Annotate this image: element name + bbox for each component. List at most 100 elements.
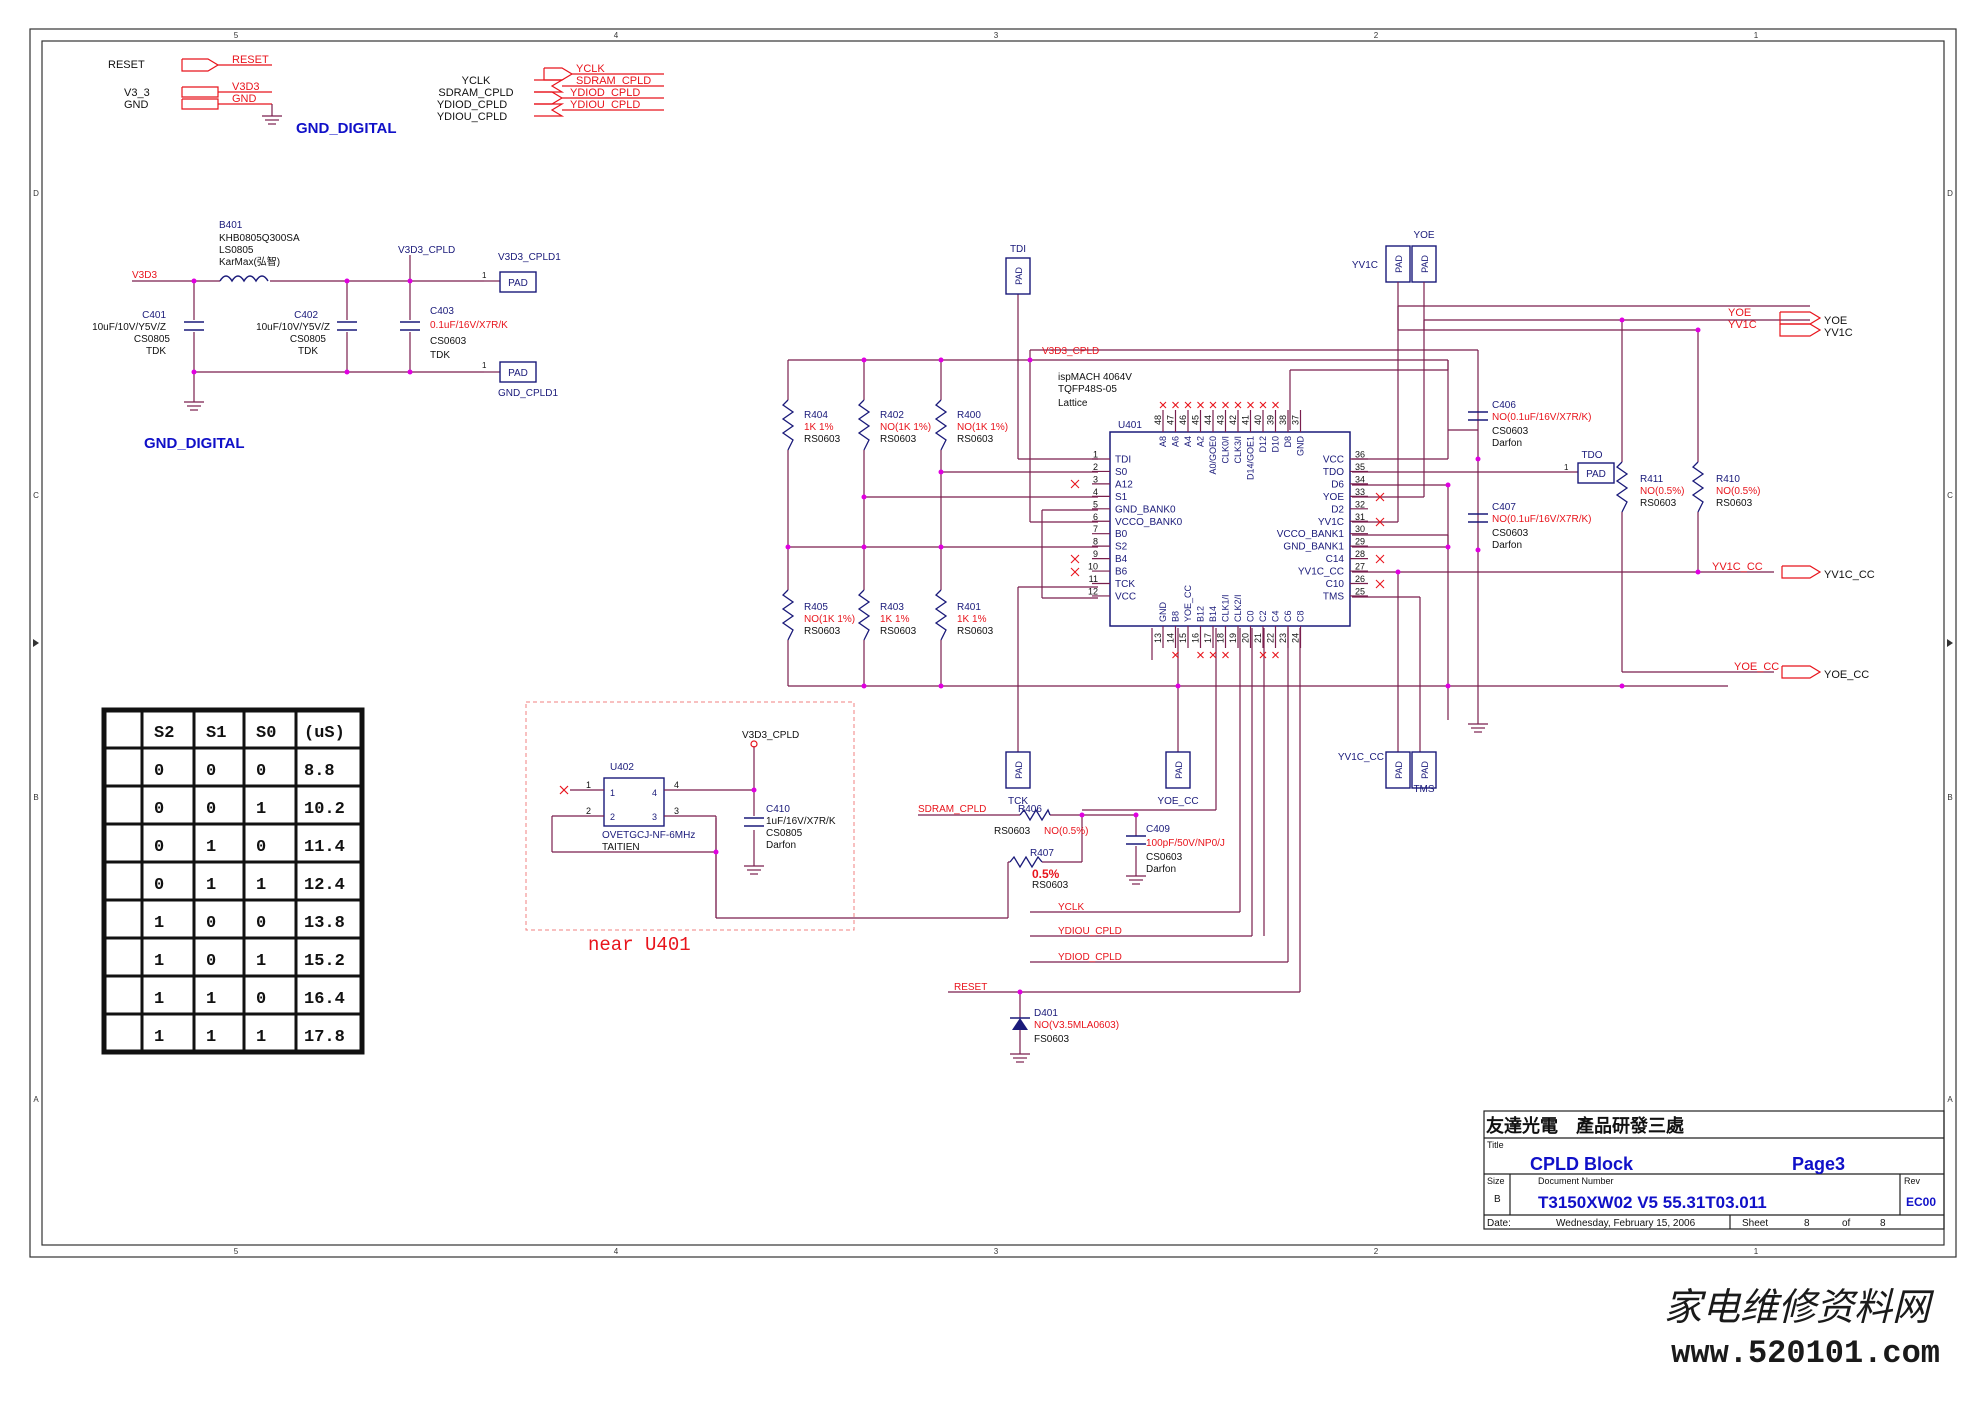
u401-pin-number: 30 bbox=[1355, 524, 1365, 534]
truth-table-cell: 1 bbox=[154, 1028, 164, 1047]
ground-symbol bbox=[744, 865, 764, 875]
docnum-label: Document Number bbox=[1538, 1176, 1614, 1186]
u402-part: OVETGCJ-NF-6MHz bbox=[602, 830, 695, 841]
net-label-ydiou-top: YDIOU_CPLD bbox=[570, 99, 640, 111]
truth-table-cell: 0 bbox=[256, 990, 266, 1009]
u402-pin4-in: 4 bbox=[652, 788, 657, 798]
offpage-label-yoe-cc: YOE_CC bbox=[1824, 669, 1869, 681]
net-label-v3d3-cpld-b: V3D3_CPLD bbox=[1042, 346, 1099, 357]
r405-value: NO(1K 1%) bbox=[804, 614, 855, 625]
u401-pin-name: CLK2/I bbox=[1233, 594, 1243, 622]
truth-table-cell: 0 bbox=[206, 762, 216, 781]
u401-pin-name: VCCO_BANK1 bbox=[1277, 529, 1345, 540]
u401-pin-name: TDO bbox=[1323, 467, 1344, 478]
u401-body bbox=[1109, 431, 1351, 627]
u401-pin-name: A12 bbox=[1115, 479, 1133, 490]
watermark-line2: www.520101.com bbox=[1671, 1335, 1940, 1372]
truth-table-cell: 11.4 bbox=[304, 838, 345, 857]
gnd-digital-label-top: GND_DIGITAL bbox=[296, 120, 397, 137]
ground-symbol bbox=[262, 115, 282, 125]
u401-pin-name: C10 bbox=[1326, 579, 1345, 590]
u401-pin-number: 46 bbox=[1178, 415, 1188, 425]
r411-value: NO(0.5%) bbox=[1640, 486, 1684, 497]
u401-pin-name: B6 bbox=[1115, 567, 1128, 578]
tck-pad-text: PAD bbox=[1014, 761, 1024, 779]
offpage-label-gnd: GND bbox=[124, 99, 149, 111]
net-label-gnd-cpld1: GND_CPLD1 bbox=[498, 388, 558, 399]
u401-pin-number: 4 bbox=[1093, 487, 1098, 497]
truth-table-cell: 1 bbox=[206, 1028, 216, 1047]
pad-gnd-cpld1-label: PAD bbox=[508, 368, 528, 379]
truth-table-cell: 15.2 bbox=[304, 952, 345, 971]
truth-table-cell: 12.4 bbox=[304, 876, 345, 895]
net-label-yoe-cc: YOE_CC bbox=[1734, 661, 1779, 673]
u401-pin-number: 47 bbox=[1166, 415, 1176, 425]
net-label-sdram: SDRAM_CPLD bbox=[918, 804, 986, 815]
r406-ref: R406 bbox=[1018, 804, 1042, 815]
u401-pin-name: S0 bbox=[1115, 467, 1128, 478]
u402-pin3-label: 3 bbox=[674, 806, 679, 816]
net-label-reset: RESET bbox=[232, 54, 269, 66]
yv1c-pad-text: PAD bbox=[1394, 255, 1404, 273]
title-block: 友達光電 產品研發三處 Title CPLD Block Page3 Size … bbox=[1483, 1110, 1945, 1230]
pin-label-gnd-cpld1: 1 bbox=[482, 361, 487, 370]
c407-pkg: CS0603 bbox=[1492, 528, 1529, 539]
r402-ref: R402 bbox=[880, 410, 904, 421]
u401-pin-name: C8 bbox=[1296, 610, 1306, 622]
d401-value: NO(V3.5MLA0603) bbox=[1034, 1020, 1119, 1031]
offpage-label-yoe: YOE bbox=[1824, 315, 1847, 327]
u401-pin-name: GND_BANK0 bbox=[1115, 504, 1176, 515]
r401-value: 1K 1% bbox=[957, 614, 987, 625]
u401-pin-number: 45 bbox=[1191, 415, 1201, 425]
c401-pkg: CS0805 bbox=[134, 334, 171, 345]
frame-row-right: C bbox=[1947, 491, 1953, 500]
u401-pin-number: 9 bbox=[1093, 549, 1098, 559]
watermark: 家电维修资料网 www.520101.com bbox=[1664, 1285, 1940, 1372]
net-label-yv1c-cc: YV1C_CC bbox=[1712, 561, 1763, 573]
pin-label-v3d3-cpld1: 1 bbox=[482, 271, 487, 280]
u401-pin-number: 3 bbox=[1093, 474, 1098, 484]
yoe-pad-text: PAD bbox=[1420, 255, 1430, 273]
c409-value: 100pF/50V/NP0/J bbox=[1146, 838, 1225, 849]
date-label: Date: bbox=[1487, 1218, 1511, 1229]
u401-pin-name: VCC bbox=[1115, 591, 1136, 602]
pad-gnd-cpld1 bbox=[499, 361, 537, 383]
gnd-digital-label: GND_DIGITAL bbox=[144, 435, 245, 452]
net-label-yoe: YOE bbox=[1728, 307, 1751, 319]
frame-col-bottom: 3 bbox=[994, 1247, 999, 1256]
u402-ref: U402 bbox=[610, 762, 634, 773]
u402-pin1-label: 1 bbox=[586, 780, 591, 790]
r411-ref: R411 bbox=[1640, 474, 1664, 485]
u401-pin-name: A4 bbox=[1183, 436, 1193, 447]
offpage-label-ydiod: YDIOD_CPLD bbox=[437, 99, 507, 111]
inductor-b401 bbox=[219, 275, 269, 283]
frame-col-bottom: 1 bbox=[1754, 1247, 1759, 1256]
u401-pin-number: 33 bbox=[1355, 487, 1365, 497]
u401-pin-name: A8 bbox=[1158, 436, 1168, 447]
u401-pin-name: D14/GOE1 bbox=[1246, 436, 1256, 480]
r402-value: NO(1K 1%) bbox=[880, 422, 931, 433]
u401-pin-name: B0 bbox=[1115, 529, 1128, 540]
r402-pkg: RS0603 bbox=[880, 434, 917, 445]
r410-value: NO(0.5%) bbox=[1716, 486, 1760, 497]
u401-pin-number: 21 bbox=[1253, 633, 1263, 643]
truth-table-cell: 1 bbox=[154, 914, 164, 933]
date-value: Wednesday, February 15, 2006 bbox=[1556, 1218, 1696, 1229]
u401-pin-number: 36 bbox=[1355, 450, 1365, 460]
u401-pin-name: C0 bbox=[1246, 610, 1256, 622]
d401-ref: D401 bbox=[1034, 1008, 1058, 1019]
r404-pkg: RS0603 bbox=[804, 434, 841, 445]
u401-pin-number: 38 bbox=[1278, 415, 1288, 425]
truth-table-cell: 0 bbox=[256, 914, 266, 933]
b401-line1: KHB0805Q300SA bbox=[219, 233, 300, 244]
u402-pin4-label: 4 bbox=[674, 780, 679, 790]
b401-ref: B401 bbox=[219, 220, 243, 231]
tdi-pad-group: TDI PAD bbox=[1005, 244, 1031, 295]
c402-value: 10uF/10V/Y5V/Z bbox=[256, 322, 330, 333]
frame-row-right: A bbox=[1947, 1095, 1953, 1104]
c402-mfr: TDK bbox=[298, 346, 318, 357]
u401-pin-name: D10 bbox=[1271, 436, 1281, 453]
u402-oscillator-block: U402 1 2 3 4 OVETGCJ-NF-6MHz TAITIEN 1 2… bbox=[525, 701, 855, 956]
offpage-connector-gnd bbox=[181, 98, 219, 110]
